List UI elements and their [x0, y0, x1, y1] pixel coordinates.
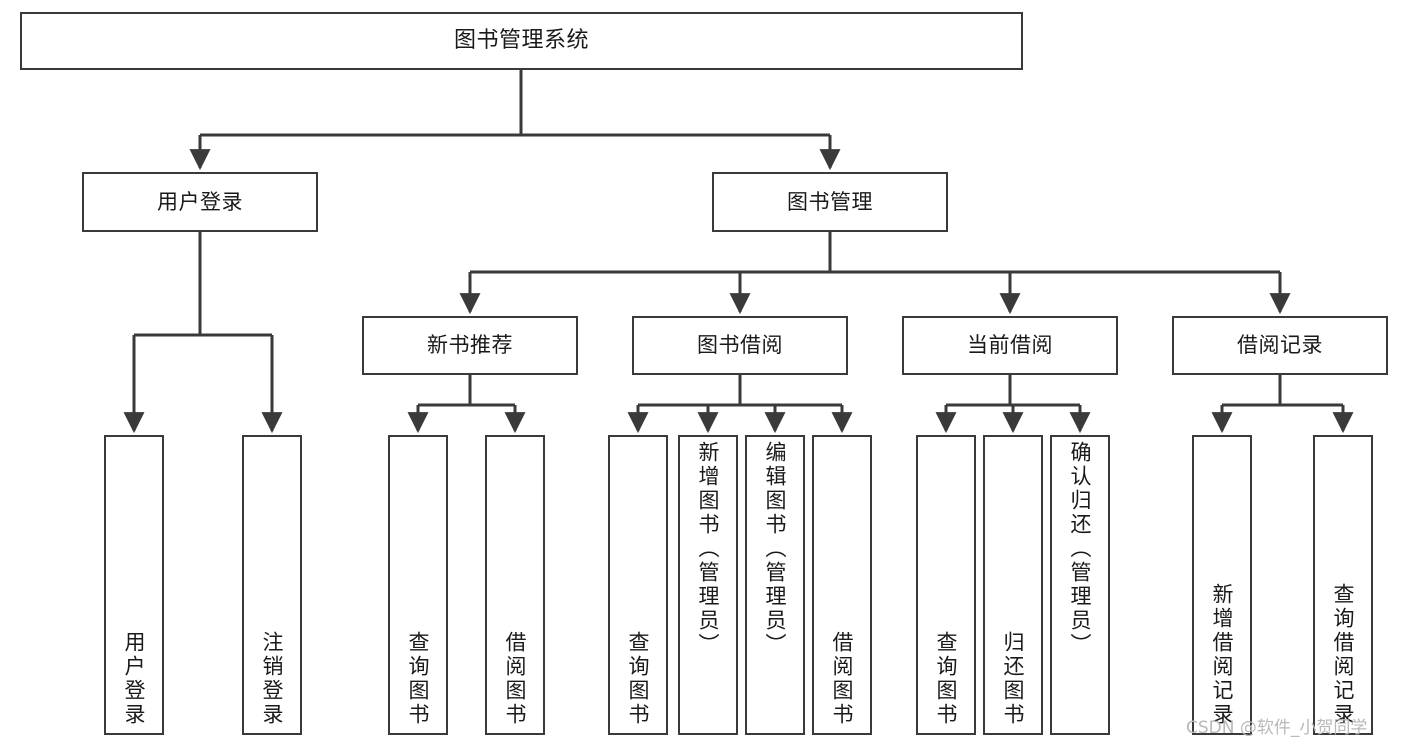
node-book-manage[interactable]: 图书管理 [712, 172, 948, 232]
node-leaf-user-login[interactable]: 用户登录 [104, 435, 164, 735]
watermark: CSDN @软件_小贺同学 [1186, 718, 1368, 738]
node-leaf-query-book-3[interactable]: 查询图书 [916, 435, 976, 735]
node-leaf-edit-book-label: 编辑图书（管理员） [763, 441, 788, 657]
node-leaf-add-record-label: 新增借阅记录 [1210, 583, 1235, 727]
node-new-book-rec[interactable]: 新书推荐 [362, 316, 578, 375]
node-book-manage-label: 图书管理 [787, 189, 873, 214]
node-root[interactable]: 图书管理系统 [20, 12, 1023, 70]
node-leaf-return-book-label: 归还图书 [1001, 631, 1026, 727]
node-user-login[interactable]: 用户登录 [82, 172, 318, 232]
node-leaf-user-logout-label: 注销登录 [260, 631, 285, 727]
node-leaf-add-record[interactable]: 新增借阅记录 [1192, 435, 1252, 735]
node-leaf-query-book-1-label: 查询图书 [406, 631, 431, 727]
node-leaf-query-book-2-label: 查询图书 [626, 631, 651, 727]
node-current-borrow-label: 当前借阅 [967, 333, 1053, 358]
node-leaf-user-login-label: 用户登录 [122, 631, 147, 727]
node-book-borrow-label: 图书借阅 [697, 333, 783, 358]
node-leaf-add-book-label: 新增图书（管理员） [696, 441, 721, 657]
node-leaf-borrow-book-2-label: 借阅图书 [830, 631, 855, 727]
node-leaf-user-logout[interactable]: 注销登录 [242, 435, 302, 735]
node-leaf-return-book[interactable]: 归还图书 [983, 435, 1043, 735]
node-leaf-borrow-book-1[interactable]: 借阅图书 [485, 435, 545, 735]
node-leaf-borrow-book-1-label: 借阅图书 [503, 631, 528, 727]
node-leaf-query-book-3-label: 查询图书 [934, 631, 959, 727]
node-leaf-query-record-label: 查询借阅记录 [1331, 583, 1356, 727]
node-borrow-record[interactable]: 借阅记录 [1172, 316, 1388, 375]
node-current-borrow[interactable]: 当前借阅 [902, 316, 1118, 375]
node-leaf-add-book[interactable]: 新增图书（管理员） [678, 435, 738, 735]
node-leaf-borrow-book-2[interactable]: 借阅图书 [812, 435, 872, 735]
node-root-label: 图书管理系统 [453, 28, 589, 54]
node-leaf-query-book-1[interactable]: 查询图书 [388, 435, 448, 735]
node-book-borrow[interactable]: 图书借阅 [632, 316, 848, 375]
node-user-login-label: 用户登录 [157, 189, 243, 214]
node-new-book-rec-label: 新书推荐 [427, 333, 513, 358]
node-leaf-edit-book[interactable]: 编辑图书（管理员） [745, 435, 805, 735]
node-leaf-confirm-return-label: 确认归还（管理员） [1068, 441, 1093, 657]
node-borrow-record-label: 借阅记录 [1237, 333, 1323, 358]
node-leaf-query-record[interactable]: 查询借阅记录 [1313, 435, 1373, 735]
node-leaf-confirm-return[interactable]: 确认归还（管理员） [1050, 435, 1110, 735]
node-leaf-query-book-2[interactable]: 查询图书 [608, 435, 668, 735]
